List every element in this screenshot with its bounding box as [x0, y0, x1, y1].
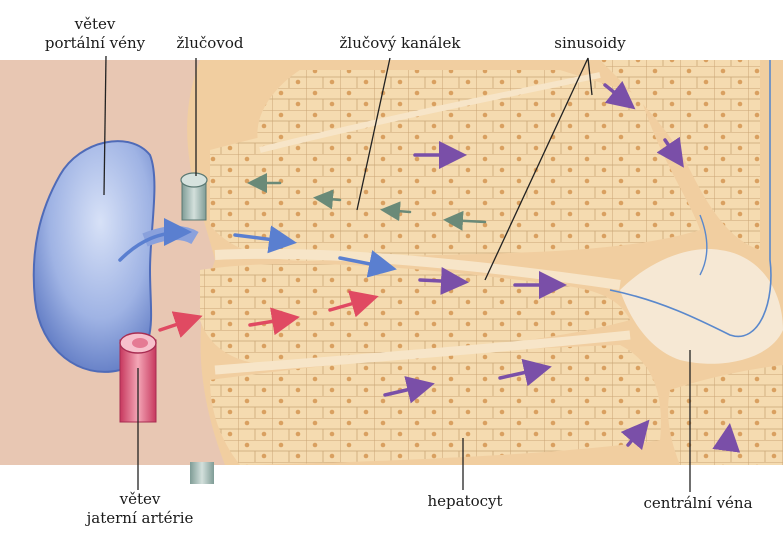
label-hepatocyte: hepatocyt	[410, 492, 520, 511]
label-sinusoids: sinusoidy	[540, 34, 640, 53]
hepatic-artery-lumen	[132, 338, 148, 348]
label-hepatic-artery-line1: větev	[70, 490, 210, 509]
label-bile-duct: žlučovod	[160, 34, 260, 53]
bile-duct-stub	[190, 462, 214, 484]
label-portal-vein-line1: větev	[30, 15, 160, 34]
label-bile-canaliculus: žlučový kanálek	[325, 34, 475, 53]
label-portal-vein-line2: portální vény	[30, 34, 160, 53]
label-portal-vein: větev portální vény	[30, 15, 160, 53]
label-hepatic-artery-line2: jaterní artérie	[70, 509, 210, 528]
bile-duct-opening	[181, 173, 207, 187]
label-hepatic-artery: větev jaterní artérie	[70, 490, 210, 528]
label-central-vein: centrální véna	[628, 494, 768, 513]
